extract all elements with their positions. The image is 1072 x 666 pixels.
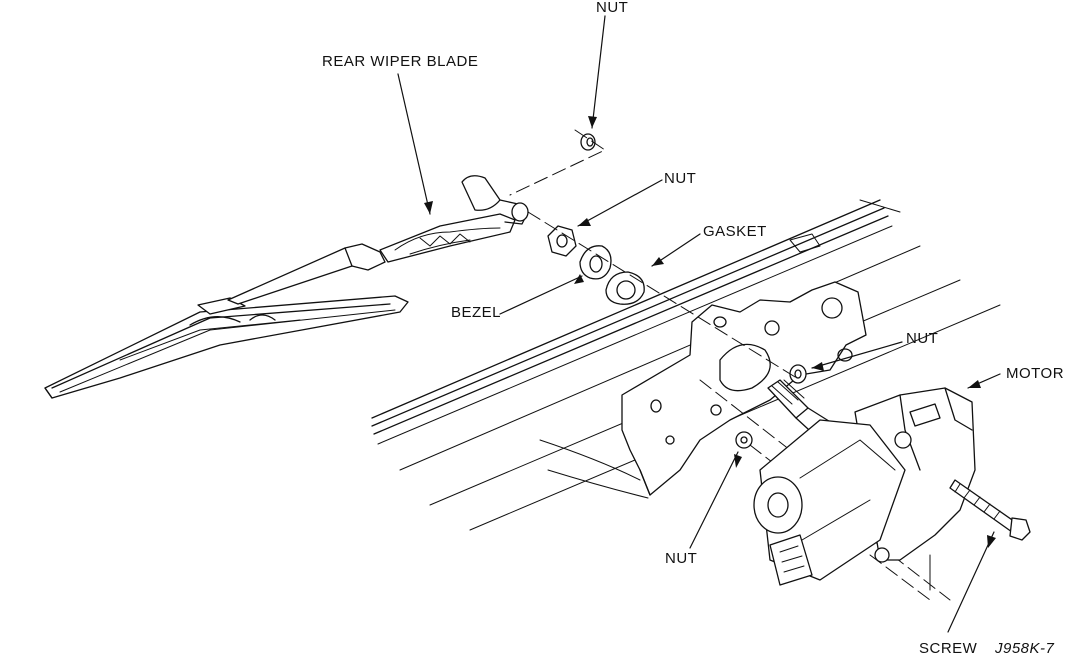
label-bezel: BEZEL [451, 304, 502, 321]
label-nut-bottom: NUT [665, 550, 698, 567]
mounting-bracket [621, 281, 867, 496]
leader-arrowheads [424, 116, 996, 548]
bezel-part [579, 245, 612, 280]
wiper-motor [753, 379, 976, 586]
label-nut-top: NUT [596, 0, 629, 16]
label-nut-arm: NUT [664, 170, 697, 187]
nut-right-part [789, 364, 807, 384]
gasket-part [605, 271, 645, 305]
figure-id: J958K-7 [995, 640, 1055, 657]
label-screw: SCREW [919, 640, 978, 657]
label-rear-wiper-blade: REAR WIPER BLADE [322, 53, 479, 70]
nut-arm-part [547, 225, 577, 257]
label-motor: MOTOR [1006, 365, 1065, 382]
screw-part [949, 479, 1031, 541]
label-nut-right: NUT [906, 330, 939, 347]
label-gasket: GASKET [703, 223, 767, 240]
rear-wiper-blade-assembly [44, 175, 529, 399]
nut-bottom-part [735, 431, 753, 449]
